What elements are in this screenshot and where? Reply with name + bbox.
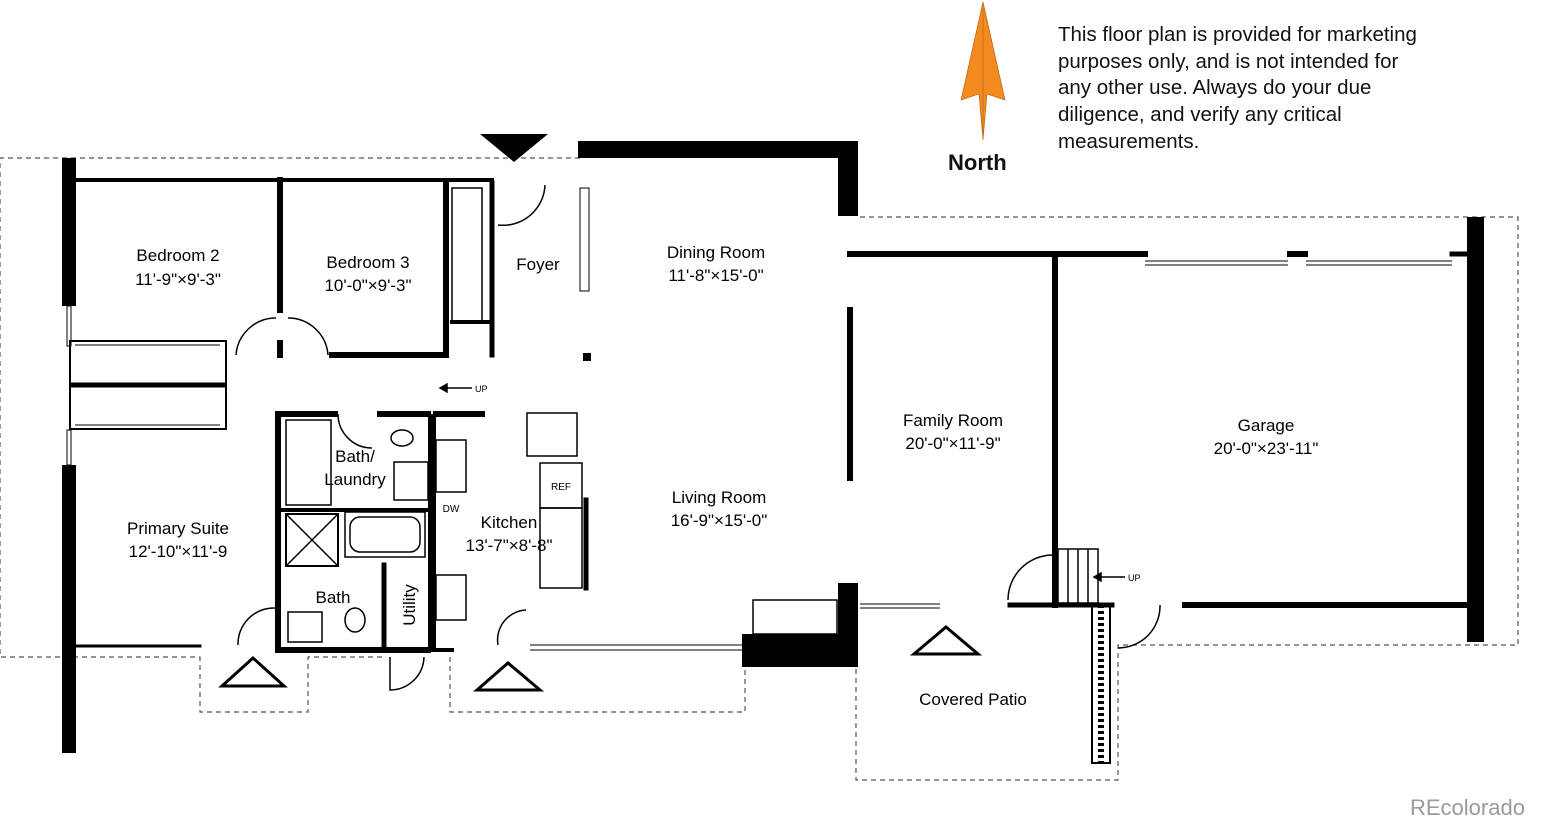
room-name-living-room: Living Room (672, 488, 767, 507)
room-size-bedroom-3: 10'-0"×9'-3" (324, 276, 411, 295)
exterior-walls (62, 141, 1484, 753)
room-name-dining-room: Dining Room (667, 243, 765, 262)
fixtures (285, 412, 838, 643)
dw-label: DW (443, 504, 460, 515)
up-arrows (438, 382, 1125, 583)
room-size-garage: 20'-0"×23'-11" (1214, 439, 1319, 458)
room-size-primary-suite: 12'-10"×11'-9 (129, 542, 228, 561)
interior-walls (74, 177, 1470, 653)
ref-label: REF (551, 482, 571, 493)
north-arrow-icon (960, 1, 1006, 141)
garage-stairs (1057, 548, 1099, 604)
dashed-outline (0, 157, 1519, 781)
up-label-main: UP (475, 384, 488, 394)
room-name-utility: Utility (400, 584, 419, 626)
room-name-bath-laundry-line1: Bath/ (335, 447, 375, 466)
room-name-bath: Bath (316, 588, 351, 607)
watermark-logo: REcolorado (1410, 795, 1525, 820)
room-name-primary-suite: Primary Suite (127, 519, 229, 538)
support-post (583, 353, 591, 361)
entry-markers (218, 134, 983, 692)
patio-railing (1091, 604, 1111, 764)
room-name-bedroom-2: Bedroom 2 (136, 246, 219, 265)
room-size-bedroom-2: 11'-9"×9'-3" (135, 270, 221, 289)
room-size-kitchen: 13'-7"×8'-8" (465, 536, 552, 555)
room-size-dining-room: 11'-8"×15'-0" (668, 266, 763, 285)
windows (66, 187, 1452, 651)
door-swings (235, 184, 1161, 691)
room-name-covered-patio: Covered Patio (919, 690, 1027, 709)
room-name-bath-laundry-line2: Laundry (324, 470, 386, 489)
closets (69, 187, 483, 430)
room-name-bedroom-3: Bedroom 3 (326, 253, 409, 272)
room-name-family-room: Family Room (903, 411, 1003, 430)
room-name-foyer: Foyer (516, 255, 560, 274)
disclaimer-text: This floor plan is provided for marketin… (1058, 23, 1417, 153)
room-name-kitchen: Kitchen (481, 513, 538, 532)
room-name-garage: Garage (1238, 416, 1295, 435)
room-size-family-room: 20'-0"×11'-9" (905, 434, 1000, 453)
up-label-garage: UP (1128, 573, 1141, 583)
room-size-living-room: 16'-9"×15'-0" (671, 511, 768, 530)
room-labels: Bedroom 2 11'-9"×9'-3" Bedroom 3 10'-0"×… (127, 243, 1318, 709)
north-label: North (948, 150, 1007, 175)
fixture-labels: REF DW UP UP (443, 384, 1141, 583)
